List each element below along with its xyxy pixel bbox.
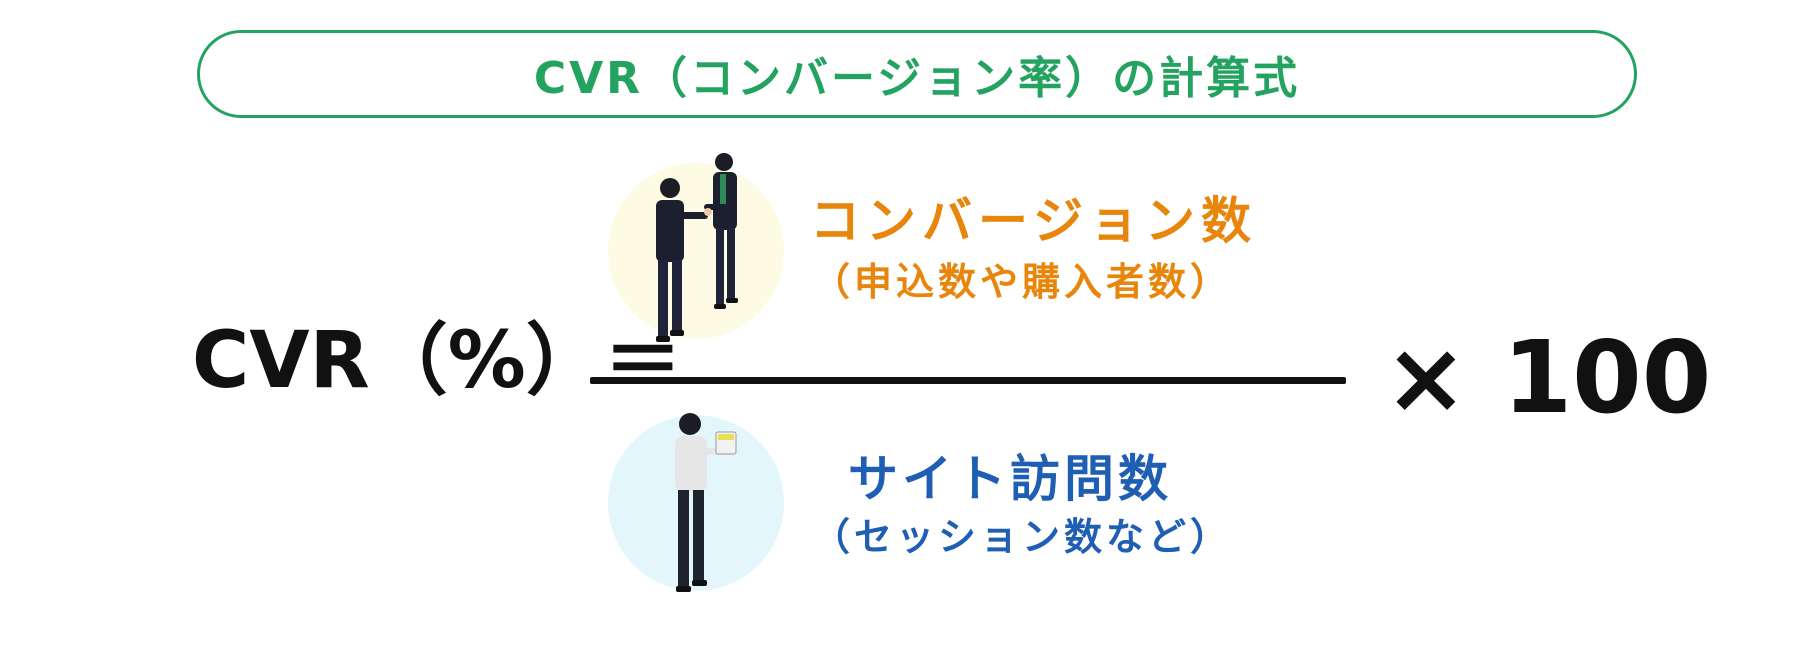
formula-lhs: CVR（%）＝ — [192, 316, 682, 406]
person-with-laptop-icon — [675, 413, 737, 592]
numerator-label: コンバージョン数 — [810, 192, 1257, 250]
title-box: CVR（コンバージョン率）の計算式 — [197, 30, 1637, 118]
denominator-label: サイト訪問数 — [848, 450, 1172, 508]
numerator-sublabel: （申込数や購入者数） — [812, 260, 1233, 304]
numerator-circle — [608, 163, 784, 339]
formula-rhs: × 100 — [1384, 319, 1712, 436]
formula-title: CVR（コンバージョン率）の計算式 — [533, 53, 1301, 104]
fraction-bar — [590, 377, 1346, 384]
handshake-people-icon — [656, 153, 738, 342]
denominator-sublabel: （セッション数など） — [812, 515, 1233, 559]
